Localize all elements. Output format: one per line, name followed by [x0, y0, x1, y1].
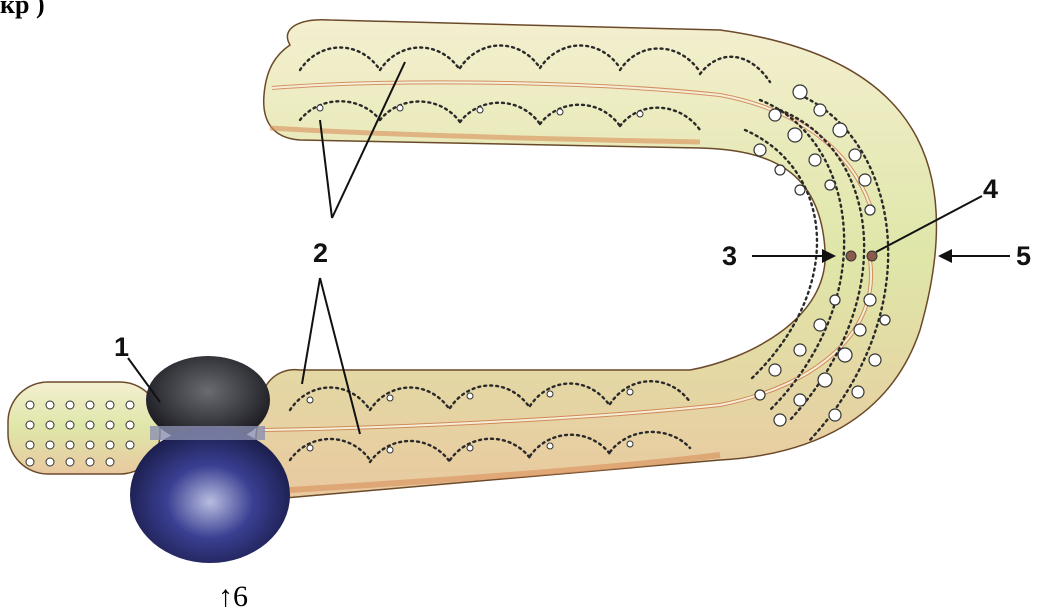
sister-chromatid-point — [867, 251, 877, 261]
label-2: 2 — [313, 240, 328, 267]
label-3: 3 — [722, 243, 737, 270]
label-1: 1 — [114, 334, 129, 361]
label-5: 5 — [1016, 243, 1031, 270]
centromere-knob-lower — [130, 427, 290, 563]
label-6: ↑6 — [218, 582, 248, 612]
sister-chromatid-point — [846, 251, 856, 261]
label-4: 4 — [983, 176, 998, 203]
